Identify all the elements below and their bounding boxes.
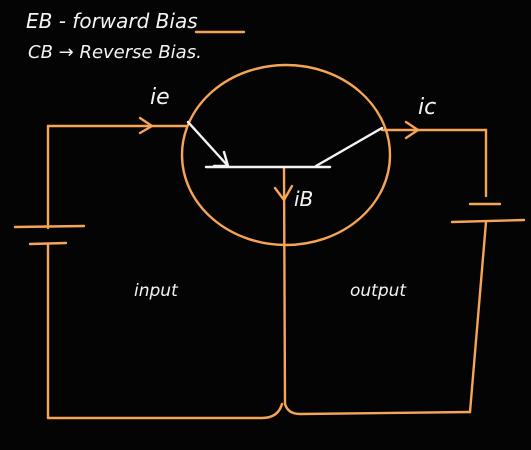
collector-current-arrow [404, 120, 420, 140]
output-wire-right-lower [468, 220, 488, 414]
label-input: input [134, 281, 179, 301]
emitter-lead [186, 120, 230, 168]
label-emitter-current: ie [150, 85, 170, 110]
note-line-2: CB → Reverse Bias. [28, 42, 202, 63]
base-current-arrow [273, 184, 294, 202]
collector-lead [314, 126, 384, 168]
input-wire-bottom [46, 402, 284, 420]
input-battery-short-plate [28, 241, 68, 246]
label-output: output [350, 281, 407, 301]
transistor-circle [180, 63, 392, 247]
label-base-current: iB [294, 187, 313, 211]
note-line-1: EB - forward Bias [26, 9, 198, 33]
input-battery-long-plate [13, 224, 86, 229]
output-battery-long-plate [450, 218, 526, 224]
label-collector-current: ic [418, 95, 436, 120]
base-wire [282, 166, 287, 406]
emitter-current-arrow [138, 116, 154, 135]
output-wire-bottom [283, 402, 472, 416]
